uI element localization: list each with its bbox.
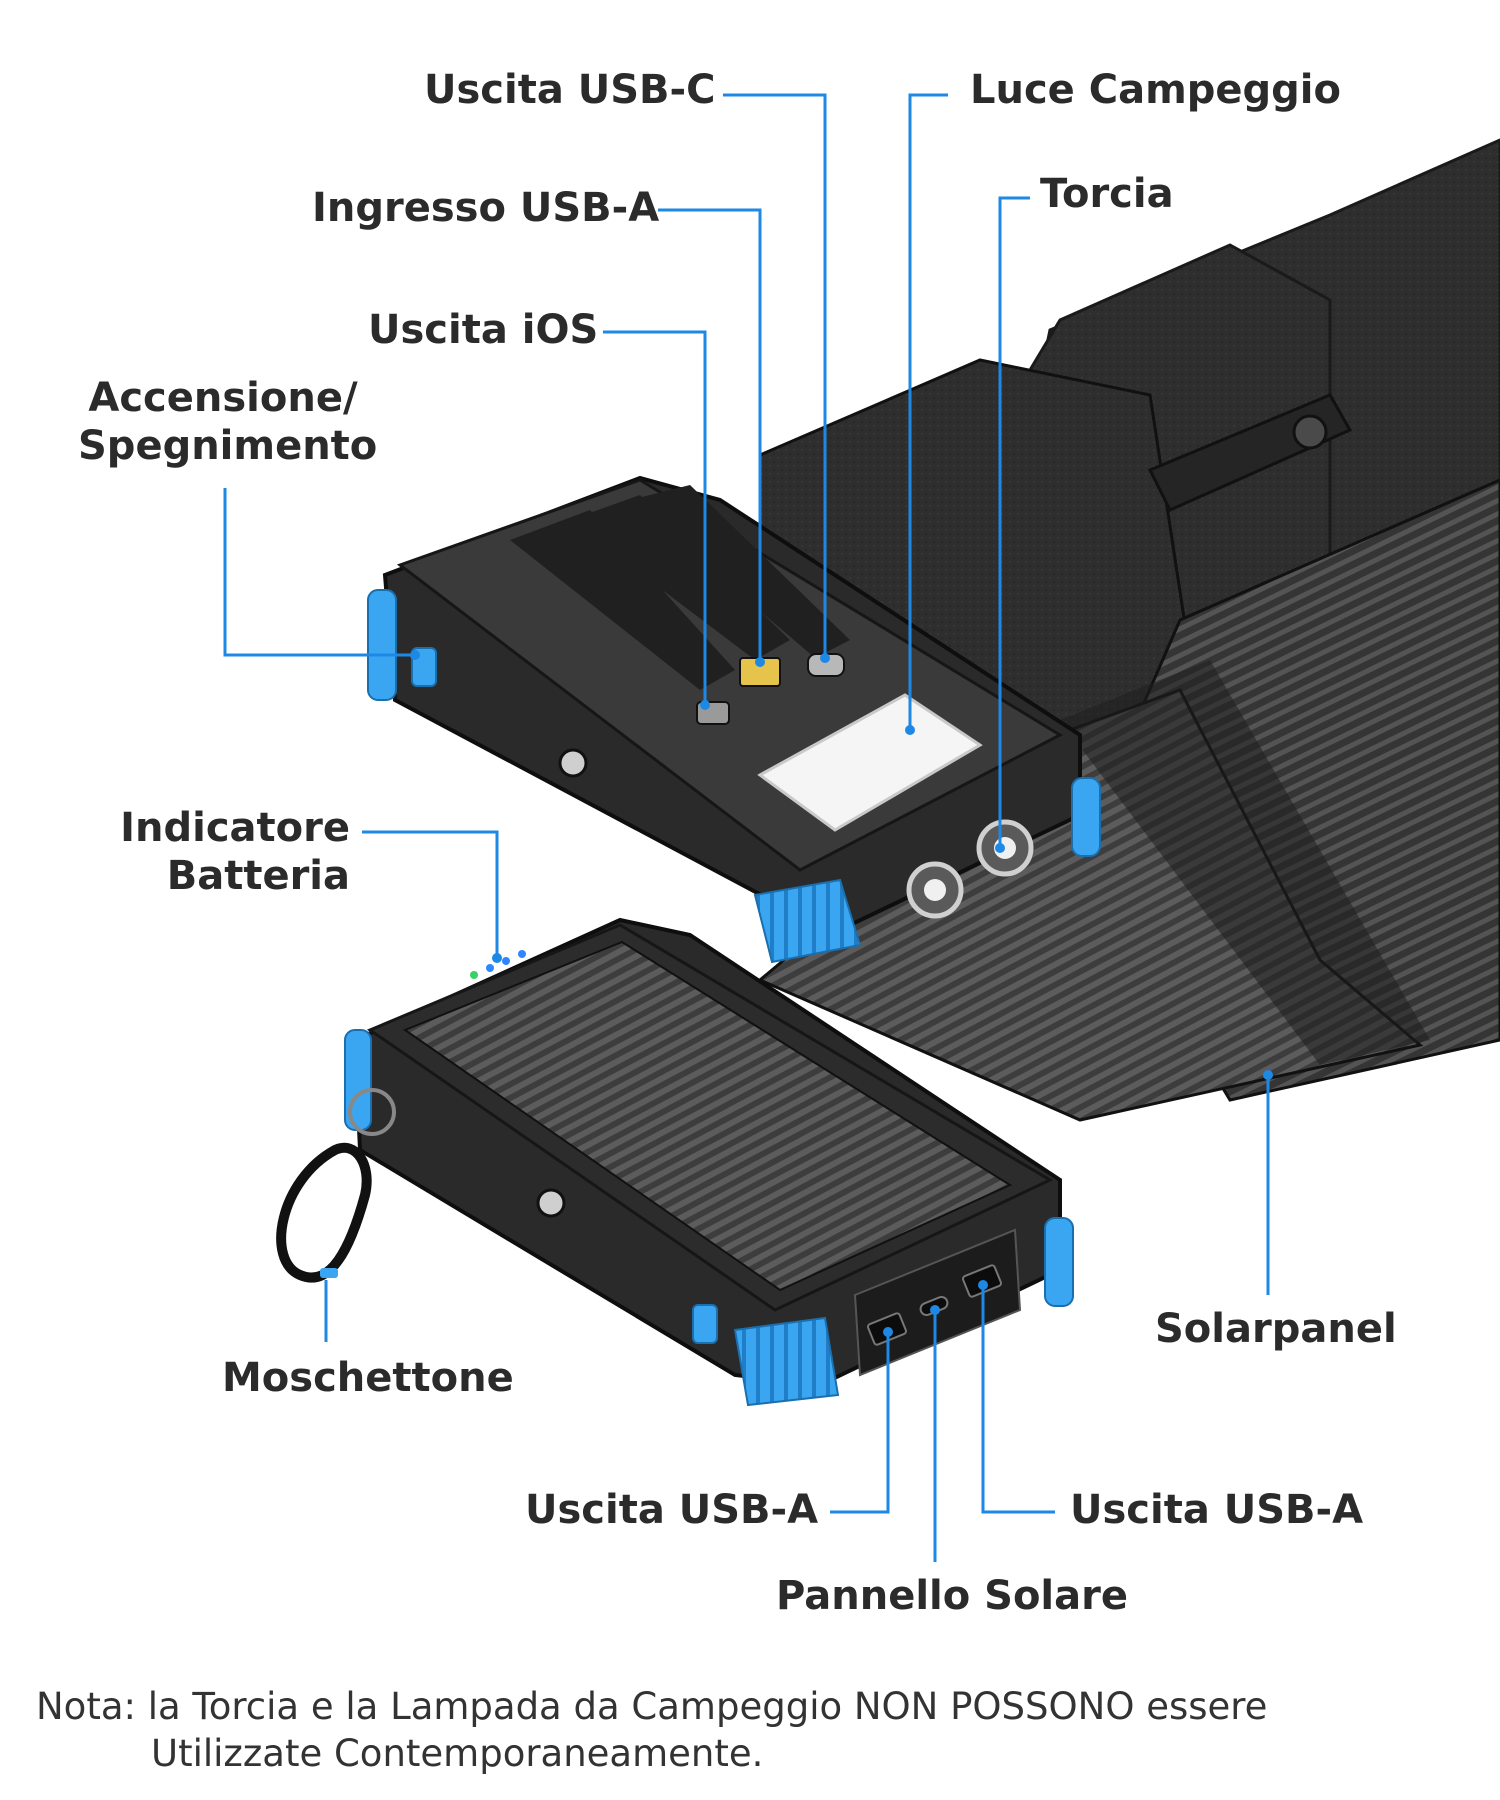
note-line2: Utilizzate Contemporaneamente. <box>151 1732 764 1776</box>
cable-slot-1 <box>510 510 735 690</box>
label-usb-a-output-right: Uscita USB-A <box>1070 1487 1364 1533</box>
label-battery-indicator: Indicatore Batteria <box>110 804 350 900</box>
callout-camping-light <box>908 93 948 730</box>
label-battery-line1: Indicatore <box>120 805 350 851</box>
carabiner-loop <box>276 1142 372 1283</box>
solar-sheet-strip <box>1060 660 1430 1065</box>
label-carabiner: Moschettone <box>222 1355 514 1401</box>
battery-led-3 <box>518 950 526 958</box>
camping-light-panel <box>757 693 983 832</box>
callout-battery-indicator <box>362 830 499 958</box>
bumper-top-corner <box>753 878 862 964</box>
power-bank-top <box>367 475 1101 964</box>
bumper-top-left <box>367 589 397 701</box>
strap-snap-button <box>1292 414 1328 450</box>
battery-led-1 <box>486 964 494 972</box>
callout-power <box>223 488 415 657</box>
label-usb-a-output-left: Uscita USB-A <box>525 1487 819 1533</box>
side-rivet-top <box>558 748 588 778</box>
carabiner-ring <box>348 1088 396 1136</box>
label-ios-output: Uscita iOS <box>368 307 599 353</box>
battery-led-green <box>470 971 478 979</box>
label-usb-c-output: Uscita USB-C <box>424 67 716 113</box>
label-solarpanel: Solarpanel <box>1155 1306 1397 1352</box>
cable-slot-3 <box>630 485 850 658</box>
bumper-bottom-corner <box>733 1316 840 1407</box>
power-button-bottom <box>692 1304 718 1344</box>
callout-dots <box>410 650 1273 1337</box>
label-solar-panel-port: Pannello Solare <box>776 1573 1128 1619</box>
bumper-bottom-right <box>1044 1217 1074 1307</box>
usage-note: Nota: la Torcia e la Lampada da Campeggi… <box>36 1683 1476 1778</box>
power-bank-bottom <box>344 917 1074 1407</box>
carabiner-gate <box>320 1268 338 1278</box>
callout-flashlight <box>998 196 1030 848</box>
battery-led-2 <box>502 957 510 965</box>
callout-usb-a-input <box>658 208 762 662</box>
carabiner <box>276 1088 396 1283</box>
callout-usb-a-output-right <box>981 1285 1055 1514</box>
label-power-line2: Spegnimento <box>78 423 378 469</box>
callout-ios-output <box>603 330 707 705</box>
solar-cell-face <box>402 940 1013 1292</box>
side-rivet-bottom <box>536 1188 566 1218</box>
folding-solar-panel <box>757 138 1500 1122</box>
label-flashlight: Torcia <box>1040 171 1174 217</box>
cable-slot-2 <box>570 495 790 660</box>
bumper-top-right <box>1071 777 1101 857</box>
note-line1: Nota: la Torcia e la Lampada da Campeggi… <box>36 1685 1268 1728</box>
label-battery-line2: Batteria <box>166 853 350 899</box>
label-camping-light: Luce Campeggio <box>970 67 1341 113</box>
label-power-line1: Accensione/ <box>88 375 358 421</box>
label-usb-a-input: Ingresso USB-A <box>312 185 660 231</box>
callout-usb-c-output <box>723 93 827 658</box>
callout-lines <box>223 93 1270 1562</box>
label-power-on-off: Accensione/ Spegnimento <box>78 374 377 470</box>
callout-usb-a-output-left <box>830 1332 890 1514</box>
